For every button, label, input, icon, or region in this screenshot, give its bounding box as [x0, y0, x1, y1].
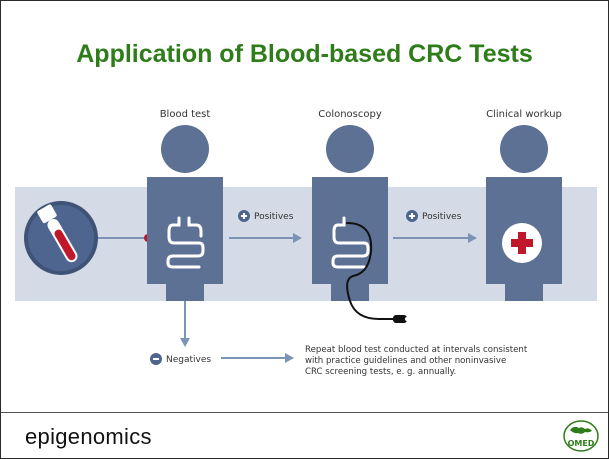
medical-cross-icon: [502, 223, 542, 263]
minus-icon: [150, 353, 162, 365]
blood-tube-icon: [24, 201, 98, 275]
plus-icon: [406, 210, 418, 222]
footer-divider: [1, 412, 608, 413]
intestine-icon: [166, 216, 205, 269]
positives-label-1: Positives: [254, 212, 294, 222]
repeat-note-line: Repeat blood test conducted at intervals…: [305, 345, 528, 355]
plus-icon: [238, 210, 250, 222]
repeat-note-line: with practice guidelines and other nonin…: [305, 356, 506, 366]
negatives-arrowhead-right: [285, 353, 294, 363]
stage-label-colonoscopy: Colonoscopy: [318, 109, 382, 120]
positives-arrowhead-1: [293, 233, 302, 243]
slide-title: Application of Blood-based CRC Tests: [76, 40, 533, 68]
negatives-arrowhead-down: [180, 338, 190, 347]
repeat-note: Repeat blood test conducted at intervals…: [305, 345, 530, 377]
person-figure-clinical-workup: [486, 125, 562, 301]
person-figure-blood-test: [147, 125, 223, 301]
positives-label-2: Positives: [422, 212, 462, 222]
epigenomics-logo: epigenomics: [25, 424, 152, 449]
repeat-note-line: CRC screening tests, e. g. annually.: [305, 367, 456, 377]
omed-logo: OMED: [563, 420, 599, 452]
colonoscope-icon: [331, 216, 409, 323]
omed-logo-text: OMED: [568, 439, 595, 448]
person-figure-colonoscopy: [312, 125, 388, 301]
stage-label-blood-test: Blood test: [160, 109, 211, 120]
crc-test-flow-diagram: Blood test Colonoscopy Clinical workup: [15, 109, 597, 377]
negatives-label: Negatives: [166, 355, 211, 365]
stage-label-clinical-workup: Clinical workup: [486, 109, 562, 120]
positives-arrowhead-2: [468, 233, 477, 243]
